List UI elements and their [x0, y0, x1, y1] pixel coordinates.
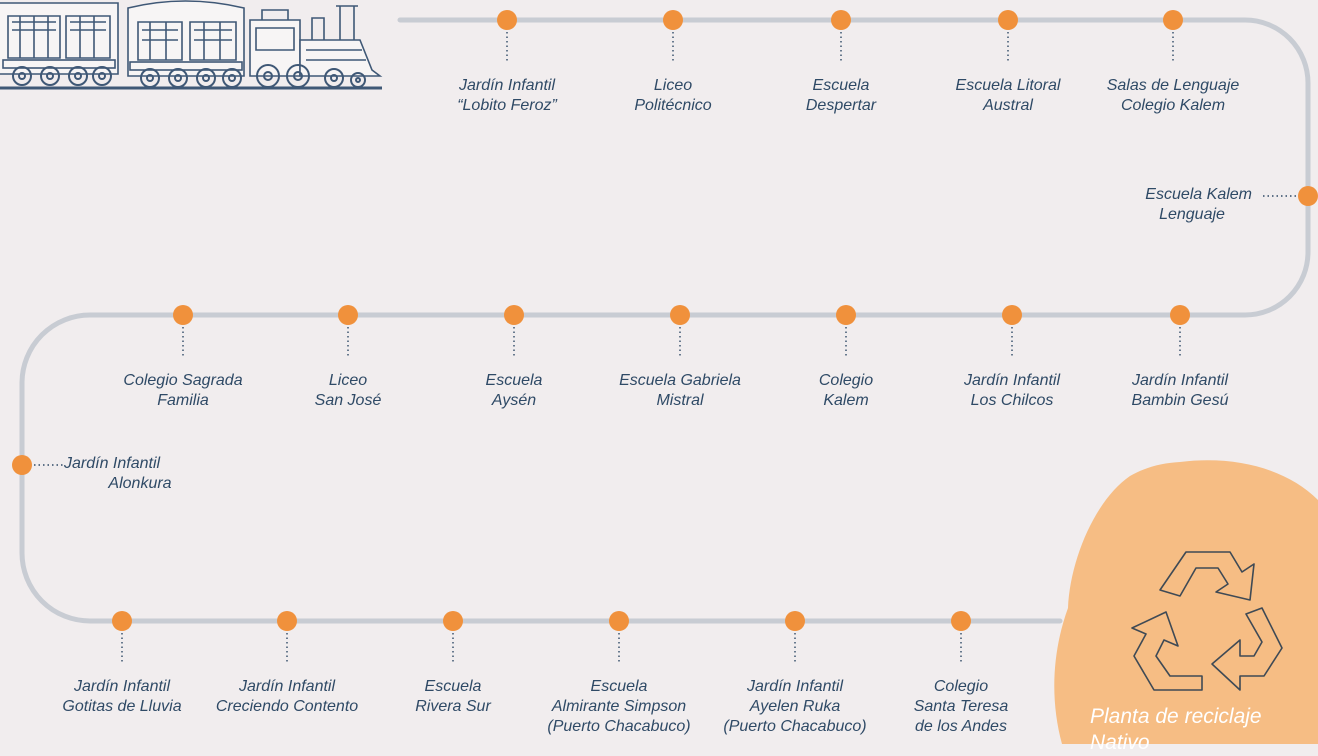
stop-label-line: Santa Teresa	[913, 698, 1009, 715]
stop-label-line: Jardín Infantil	[963, 372, 1061, 389]
stop-label-line: Colegio	[818, 372, 874, 389]
stop-dot-creciendo	[277, 611, 297, 631]
stop-label-line: Gotitas de Lluvia	[62, 698, 182, 715]
stop-label-line: Escuela Kalem	[1145, 186, 1252, 203]
stop-label-line: Austral	[983, 97, 1033, 114]
plant-label-line: Planta de reciclaje	[1090, 705, 1262, 728]
stop-label-line: Escuela	[590, 678, 648, 695]
stop-dot-liceo-politecnico	[663, 10, 683, 30]
stop-label-line: Politécnico	[634, 97, 712, 114]
stop-label-line: Jardín Infantil	[746, 678, 844, 695]
stop-label-line: Colegio Sagrada	[123, 372, 243, 389]
stop-label-line: Los Chilcos	[970, 392, 1054, 409]
stop-label-line: Rivera Sur	[415, 698, 491, 715]
stop-label-line: Jardín Infantil	[73, 678, 171, 695]
stop-label-line: Colegio Kalem	[1120, 97, 1226, 114]
stop-dot-alonkura	[12, 455, 32, 475]
route-track	[19, 17, 1311, 624]
stop-label-line: Liceo	[653, 77, 693, 94]
stop-dot-litoral	[998, 10, 1018, 30]
stop-label-line: de los Andes	[915, 718, 1007, 735]
stop-label-line: (Puerto Chacabuco)	[547, 718, 691, 735]
stop-label-line: Jardín Infantil	[458, 77, 556, 94]
stop-label-line: Escuela	[424, 678, 482, 695]
stop-label-line: Bambin Gesú	[1131, 392, 1229, 409]
stop-dot-chilcos	[1002, 305, 1022, 325]
stop-label-line: “Lobito Feroz”	[457, 97, 557, 114]
stop-dot-santa-teresa	[951, 611, 971, 631]
stop-dot-aysen	[504, 305, 524, 325]
stop-dot-bambin	[1170, 305, 1190, 325]
stop-dot-lobito	[497, 10, 517, 30]
stop-dot-colegio-kalem	[836, 305, 856, 325]
stop-label-line: Creciendo Contento	[215, 698, 359, 715]
stop-label-line: Despertar	[805, 97, 877, 114]
stop-label-line: Salas de Lenguaje	[1106, 77, 1240, 94]
stop-dot-simpson	[609, 611, 629, 631]
stop-label-line: Liceo	[328, 372, 368, 389]
stop-dot-rivera	[443, 611, 463, 631]
stop-label-line: Aysén	[491, 392, 537, 409]
stop-dot-mistral	[670, 305, 690, 325]
stop-dot-despertar	[831, 10, 851, 30]
stop-label-line: Jardín Infantil	[1131, 372, 1229, 389]
stop-label-line: Almirante Simpson	[551, 698, 687, 715]
train-illustration	[0, 0, 383, 90]
stop-label-line: Kalem	[823, 392, 869, 409]
stop-label-line: Escuela	[485, 372, 543, 389]
recycle-icon	[1131, 551, 1283, 691]
route-stops	[12, 10, 1318, 663]
stop-label-line: Escuela Gabriela	[619, 372, 741, 389]
stop-label-lobito: Jardín Infantil “Lobito Feroz”	[407, 76, 607, 116]
stop-dot-salas-lenguaje	[1163, 10, 1183, 30]
stop-label-line: Alonkura	[108, 475, 172, 492]
plant-label: Planta de reciclaje Nativo	[1090, 704, 1318, 756]
plant-blob	[1054, 460, 1318, 744]
stop-label-line: Colegio	[933, 678, 989, 695]
stop-label-line: Jardín Infantil	[238, 678, 336, 695]
stop-dot-kalem-lenguaje	[1298, 186, 1318, 206]
stop-label-line: Mistral	[656, 392, 704, 409]
stop-label-line: San José	[314, 392, 382, 409]
stop-dot-san-jose	[338, 305, 358, 325]
stop-label-line: Ayelen Ruka	[749, 698, 841, 715]
stop-label-line: Lenguaje	[1159, 206, 1225, 223]
stop-label-line: Escuela Litoral	[955, 77, 1061, 94]
plant-label-line: Nativo	[1090, 731, 1150, 754]
stop-label-line: (Puerto Chacabuco)	[723, 718, 867, 735]
stop-dot-gotitas	[112, 611, 132, 631]
stop-dot-ayelen	[785, 611, 805, 631]
stop-label-line: Jardín Infantil	[64, 455, 161, 472]
recycling-plant	[1054, 460, 1318, 744]
stop-label-line: Familia	[157, 392, 209, 409]
stop-dot-sagrada	[173, 305, 193, 325]
stop-label-line: Escuela	[812, 77, 870, 94]
